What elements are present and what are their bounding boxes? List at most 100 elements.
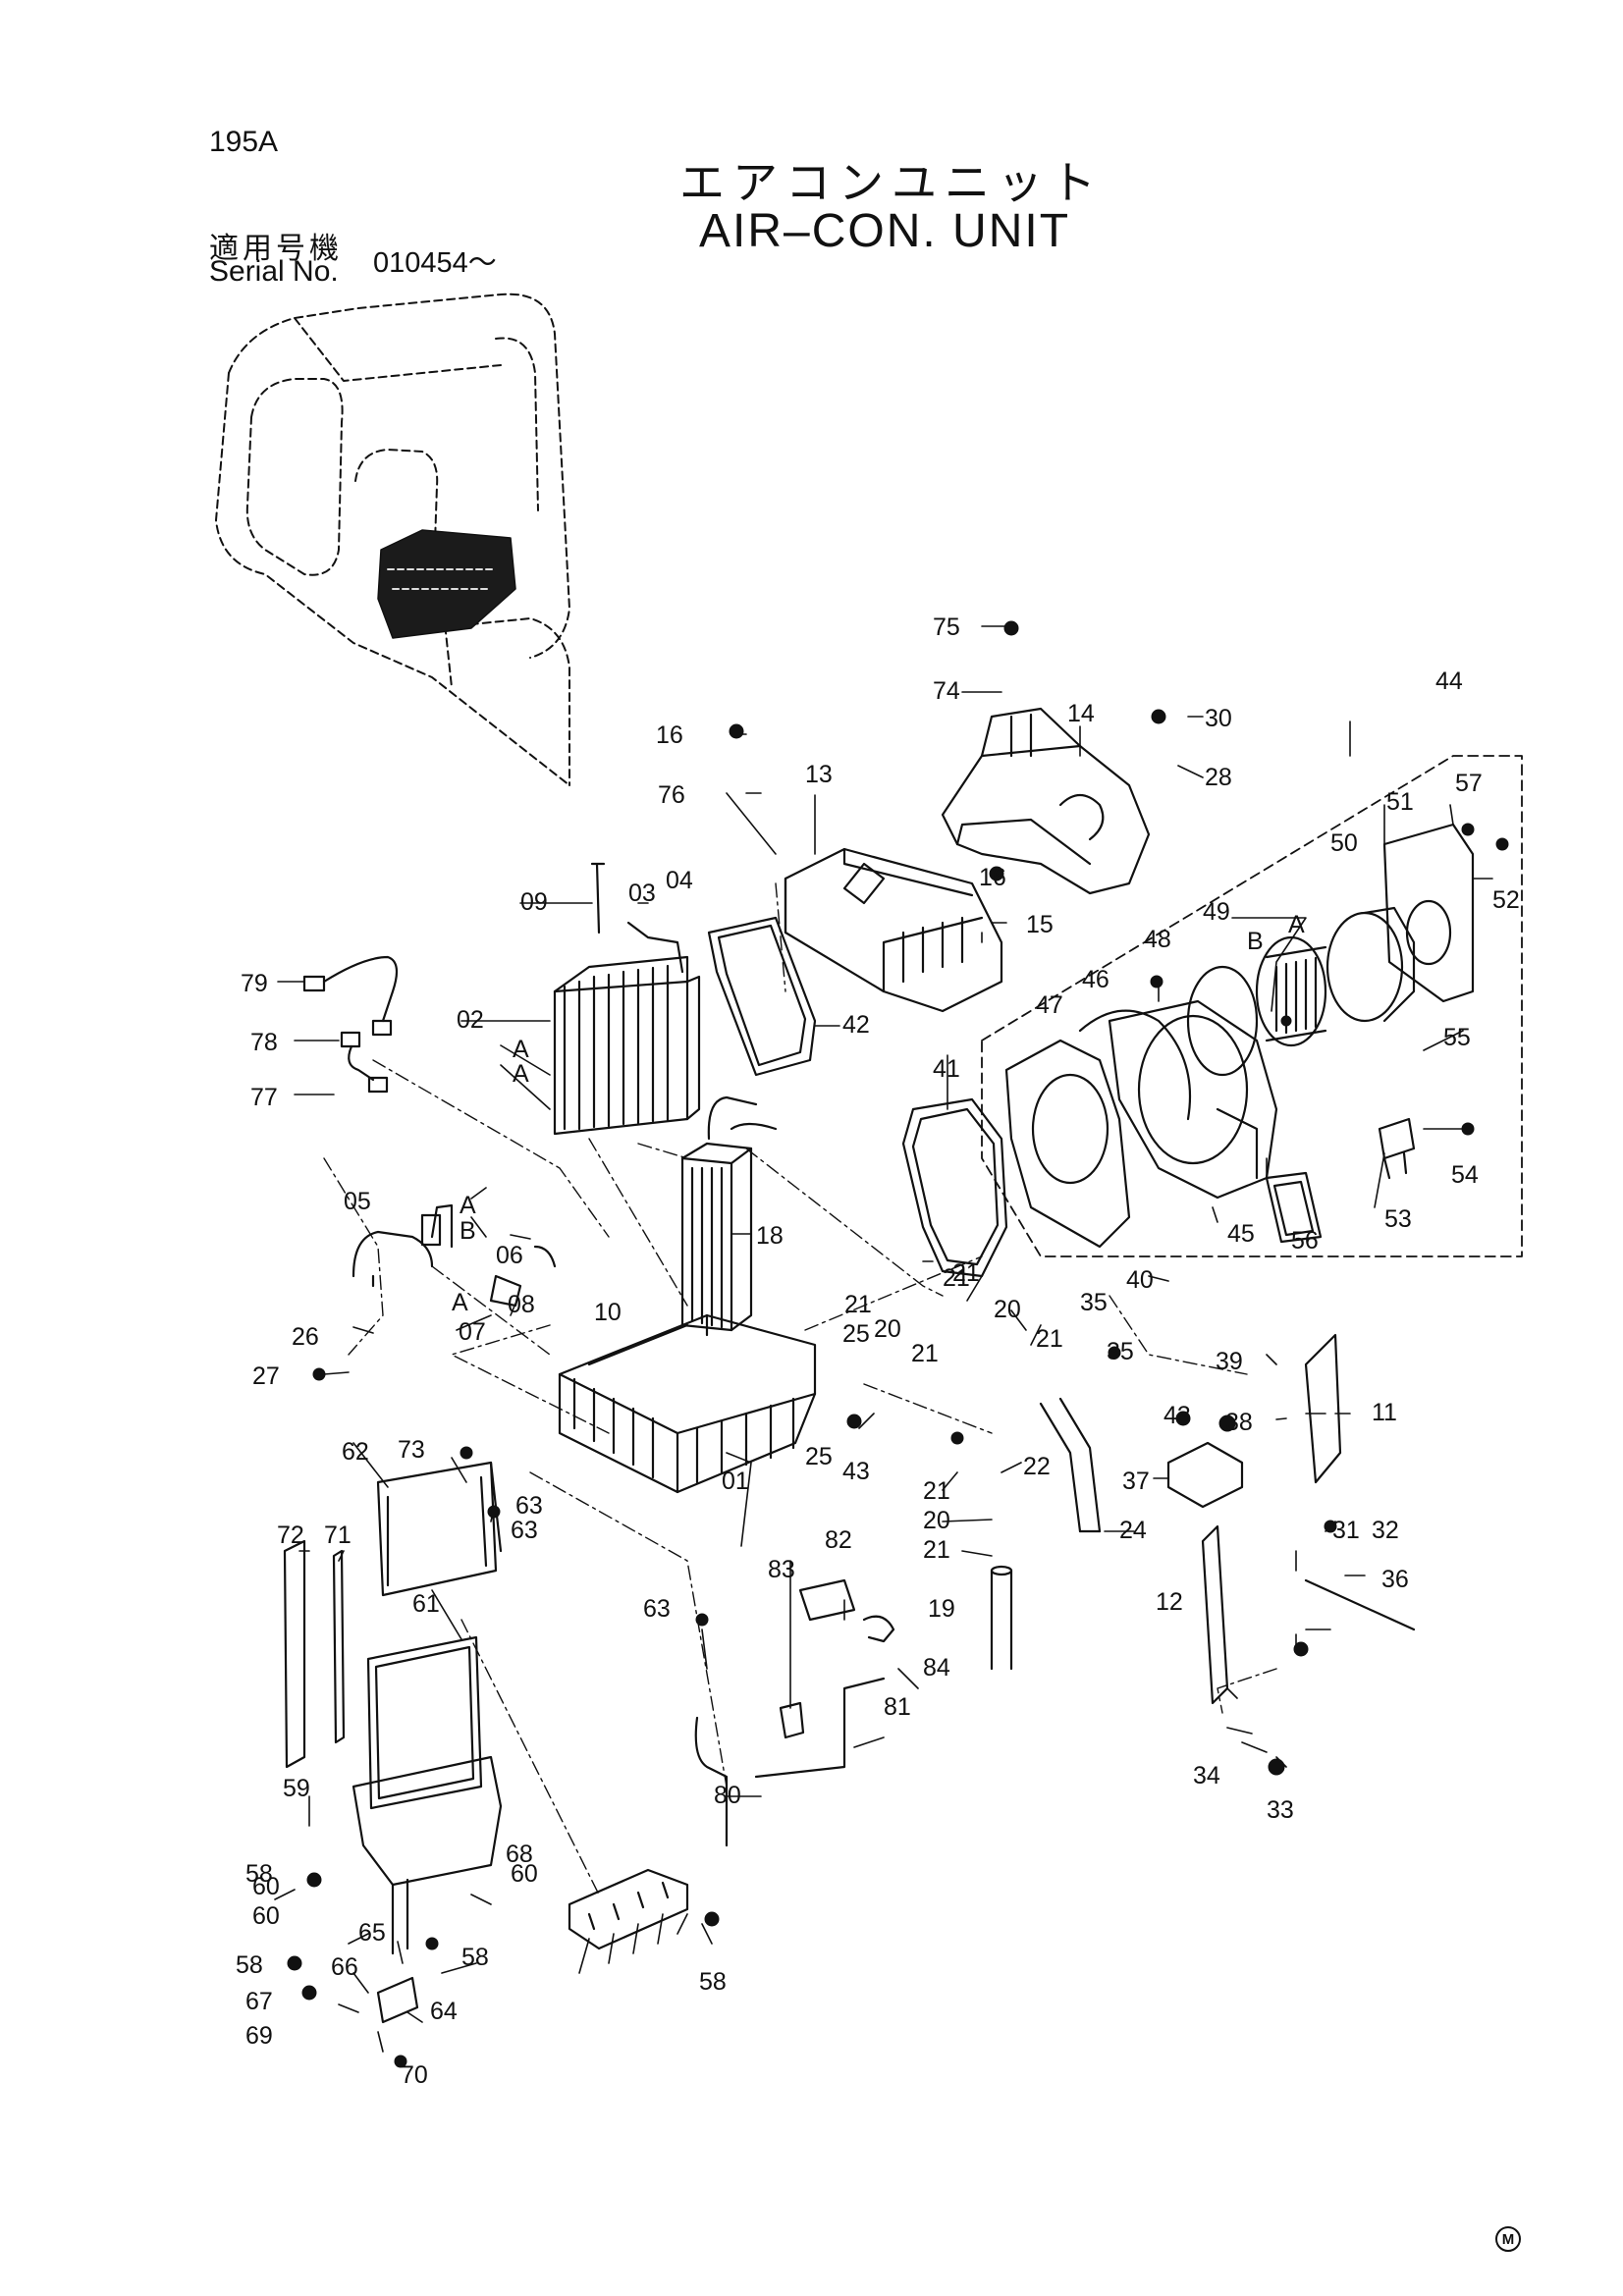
- resistor-unit: [1378, 1117, 1416, 1180]
- servo-motor: [1166, 1441, 1244, 1509]
- callout: 16: [656, 721, 683, 749]
- callout: 61: [412, 1590, 440, 1618]
- callout: 63: [511, 1517, 538, 1544]
- callout: 80: [714, 1782, 741, 1809]
- callout: 74: [933, 677, 960, 705]
- callout: 63: [643, 1595, 671, 1623]
- callout: 21: [911, 1340, 939, 1367]
- serial-label-english: Serial No.: [209, 255, 339, 288]
- callout: 09: [520, 888, 548, 916]
- callout: 68: [506, 1841, 533, 1868]
- callout: 20: [874, 1315, 901, 1343]
- upper-cover: [784, 847, 1003, 1013]
- callout: 16: [979, 864, 1006, 891]
- callout: 03: [628, 880, 656, 907]
- callout: 81: [884, 1693, 911, 1721]
- callout: 58: [236, 1951, 263, 1979]
- callout: 05: [344, 1188, 371, 1215]
- thermistor-line: [626, 921, 684, 974]
- callout: 18: [756, 1222, 784, 1250]
- callout: 22: [1023, 1453, 1051, 1480]
- callout: 40: [1126, 1266, 1154, 1294]
- heater-core: [680, 1095, 778, 1332]
- callout: 38: [1225, 1409, 1253, 1436]
- callout: 21: [1036, 1325, 1063, 1353]
- callout: 21: [923, 1477, 950, 1505]
- callout: 44: [1435, 667, 1463, 695]
- callout: 26: [292, 1323, 319, 1351]
- callout: 04: [666, 867, 693, 894]
- assembly-letter: B: [1247, 928, 1264, 955]
- callout: 35: [1107, 1338, 1134, 1365]
- callout: 58: [461, 1944, 489, 1971]
- pipe-19: [990, 1565, 1013, 1671]
- callout: 42: [842, 1011, 870, 1039]
- lower-housing: [558, 1313, 817, 1494]
- gasket-72: [283, 1539, 306, 1769]
- callout: 02: [457, 1006, 484, 1034]
- callout: 53: [1384, 1205, 1412, 1233]
- assembly-letter: A: [1288, 911, 1305, 938]
- gasket-round: [901, 1097, 1008, 1278]
- callout: 15: [1026, 911, 1054, 938]
- callout: 58: [699, 1968, 727, 1996]
- cab-illustration: [215, 293, 570, 786]
- assembly-letter: A: [460, 1192, 476, 1219]
- callout: 72: [277, 1522, 304, 1549]
- callout: 79: [241, 970, 268, 997]
- callout: 21: [952, 1259, 980, 1287]
- callout: 07: [459, 1318, 486, 1346]
- callout: 34: [1193, 1762, 1220, 1789]
- link-rod-36: [1304, 1578, 1416, 1631]
- fastener-icons: [287, 620, 1509, 2068]
- callout: 35: [1080, 1289, 1108, 1316]
- cover-84: [862, 1615, 895, 1643]
- assembly-letter: B: [460, 1217, 476, 1245]
- callout: 50: [1330, 829, 1358, 857]
- callout: 60: [252, 1873, 280, 1900]
- callout: 36: [1381, 1566, 1409, 1593]
- callout: 41: [933, 1055, 960, 1083]
- callout: 60: [511, 1860, 538, 1888]
- callout: 27: [252, 1362, 280, 1390]
- assembly-letter: A: [513, 1060, 529, 1088]
- callout: 84: [923, 1654, 950, 1682]
- callout: 21: [923, 1536, 950, 1564]
- air-box-62: [376, 1461, 503, 1597]
- callout: 77: [250, 1084, 278, 1111]
- callout: 70: [401, 2061, 428, 2089]
- cab-aircon-unit-icon: [377, 529, 516, 639]
- callout: 30: [1205, 705, 1232, 732]
- page-code: 195A: [209, 126, 279, 158]
- callout: 59: [283, 1775, 310, 1802]
- wire-harness-78: [340, 1031, 389, 1094]
- title-japanese: エアコンユニット: [679, 156, 1104, 209]
- terminal-block: [568, 1868, 689, 1950]
- callout: 37: [1122, 1468, 1150, 1495]
- connection-lines: [323, 882, 1277, 1896]
- bracket-67: [376, 1976, 419, 2024]
- callout: 31: [1332, 1517, 1360, 1544]
- callout: 28: [1205, 764, 1232, 791]
- callout: 66: [331, 1953, 358, 1981]
- callout: 67: [245, 1988, 273, 2015]
- callout: 55: [1443, 1024, 1471, 1051]
- callout: 43: [842, 1458, 870, 1485]
- callout: 10: [594, 1299, 622, 1326]
- callout: 54: [1451, 1161, 1479, 1189]
- assembly-letter: A: [452, 1289, 468, 1316]
- hose-81: [754, 1677, 886, 1779]
- callout: 11: [1372, 1399, 1397, 1426]
- callout: 57: [1455, 770, 1483, 797]
- scroll-housing: [1004, 1039, 1131, 1249]
- callout: 46: [1082, 966, 1109, 993]
- callout: 45: [1227, 1220, 1255, 1248]
- callout: 20: [994, 1296, 1021, 1323]
- seal-82: [798, 1578, 856, 1622]
- expansion-valve-pipes: [352, 1203, 454, 1288]
- wire-harness-79: [302, 955, 399, 1037]
- callout: 01: [722, 1468, 749, 1495]
- rod-plate-11: [1304, 1333, 1342, 1484]
- callout: 58: [245, 1860, 273, 1888]
